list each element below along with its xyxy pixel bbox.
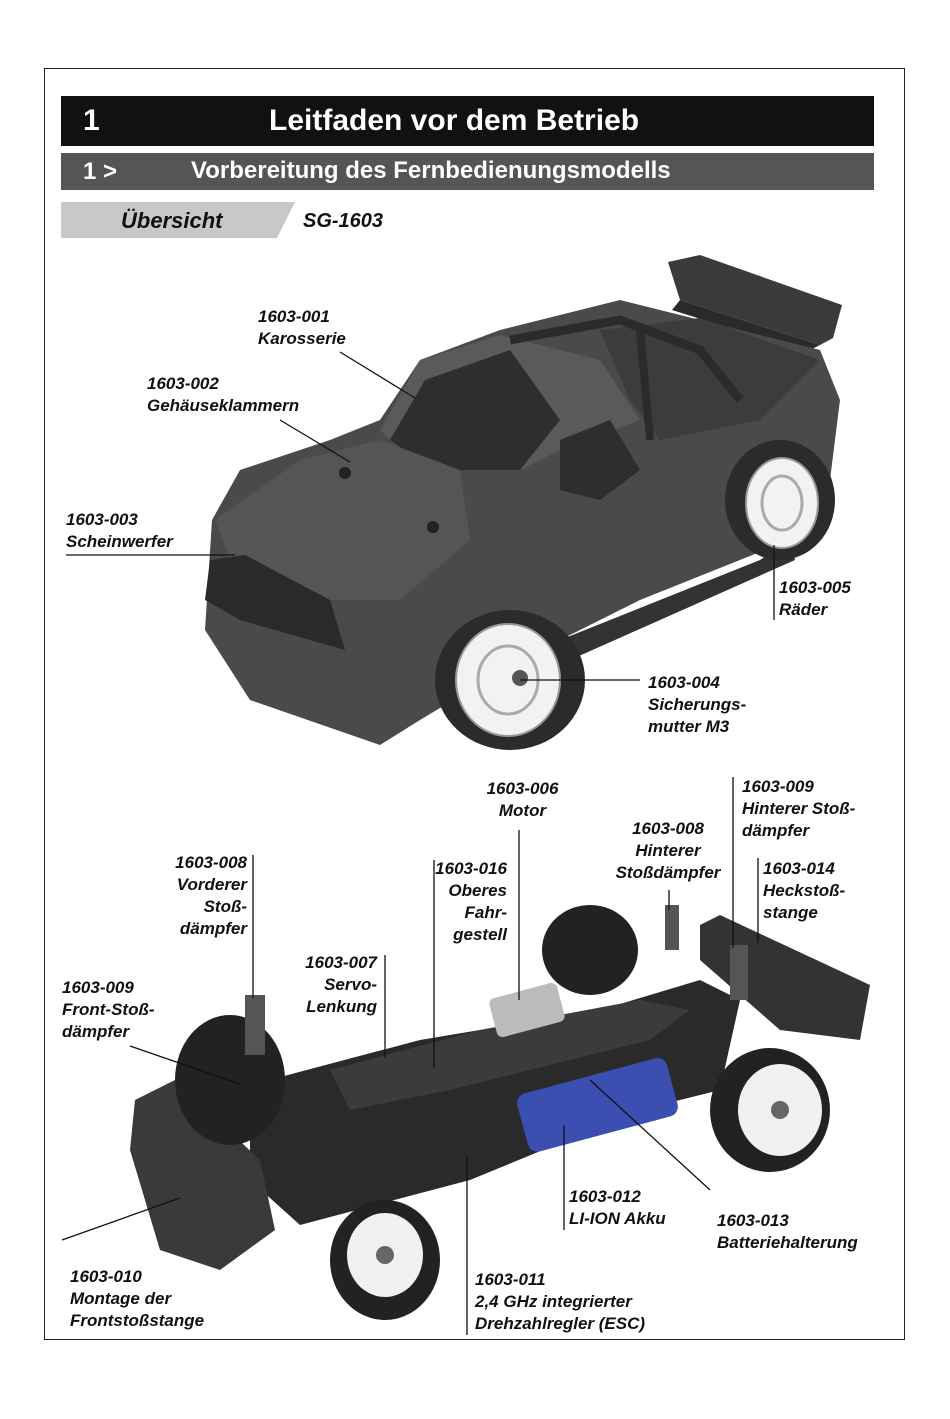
part-name: stange (763, 903, 818, 922)
label-body: 1603-001 Karosserie (258, 306, 346, 350)
label-esc: 1603-011 2,4 GHz integrierter Drehzahlre… (475, 1269, 645, 1335)
label-body-clips: 1603-002 Gehäuseklammern (147, 373, 299, 417)
part-name: LI-ION Akku (569, 1209, 666, 1228)
label-upper-chassis: 1603-016 Oberes Fahr- gestell (413, 858, 507, 946)
section-number: 1 (83, 104, 100, 137)
part-name: Motor (498, 801, 547, 820)
part-code: 1603-005 (779, 578, 851, 597)
label-rear-damper: 1603-008 Hinterer Stoßdämpfer (606, 818, 730, 884)
part-name: Sicherungs- (648, 695, 747, 714)
label-front-shock: 1603-009 Front-Stoß- dämpfer (62, 977, 155, 1043)
part-name: Vorderer (176, 875, 247, 894)
subsection-title: Vorbereitung des Fernbedienungsmodells (191, 157, 671, 184)
part-name: dämpfer (62, 1022, 130, 1041)
part-name: Lenkung (306, 997, 377, 1016)
part-name: Drehzahlregler (ESC) (475, 1314, 646, 1333)
part-code: 1603-001 (258, 307, 330, 326)
body-leader-lines (66, 351, 775, 681)
label-headlights: 1603-003 Scheinwerfer (66, 509, 173, 553)
label-rear-shock-top: 1603-009 Hinterer Stoß- dämpfer (742, 776, 855, 842)
part-name: Gehäuseklammern (147, 396, 300, 415)
part-code: 1603-009 (742, 777, 814, 796)
part-name: gestell (453, 925, 507, 944)
label-front-bumper: 1603-010 Montage der Frontstoßstange (70, 1266, 204, 1332)
part-code: 1603-006 (486, 779, 559, 798)
part-code: 1603-008 (632, 819, 704, 838)
part-code: 1603-009 (62, 978, 134, 997)
part-name: Oberes (448, 881, 507, 900)
part-name: Stoßdämpfer (615, 863, 721, 882)
part-name: Front-Stoß- (62, 1000, 155, 1019)
part-code: 1603-003 (66, 510, 138, 529)
chassis-illustration (130, 905, 870, 1320)
section-header: 1 Leitfaden vor dem Betrieb (61, 96, 874, 146)
label-rear-bumper: 1603-014 Heckstoß- stange (763, 858, 845, 924)
model-number: SG-1603 (303, 210, 384, 232)
overview-tab: Übersicht (61, 202, 295, 238)
part-code: 1603-002 (147, 374, 219, 393)
part-name: Heckstoß- (763, 881, 846, 900)
part-name: Hinterer Stoß- (742, 799, 856, 818)
label-wheels: 1603-005 Räder (779, 577, 851, 621)
label-motor: 1603-006 Motor (475, 778, 570, 822)
part-name: Räder (779, 600, 828, 619)
subsection-number: 1 > (83, 158, 118, 185)
part-name: Fahr- (464, 903, 508, 922)
page-frame (44, 68, 905, 1340)
part-code: 1603-007 (305, 953, 377, 972)
part-code: 1603-010 (70, 1267, 142, 1286)
part-code: 1603-016 (435, 859, 507, 878)
part-name: mutter M3 (648, 717, 730, 736)
part-name: Scheinwerfer (66, 532, 173, 551)
label-servo: 1603-007 Servo- Lenkung (283, 952, 377, 1018)
tab-shape (61, 202, 295, 238)
overview-label: Übersicht (121, 208, 223, 233)
part-name: dämpfer (742, 821, 810, 840)
part-code: 1603-014 (763, 859, 835, 878)
part-name: Stoß- (203, 897, 247, 916)
label-lock-nut: 1603-004 Sicherungs- mutter M3 (648, 672, 746, 738)
subsection-header: 1 > Vorbereitung des Fernbedienungsmodel… (61, 153, 874, 190)
car-body-illustration (205, 255, 842, 750)
part-name: Hinterer (635, 841, 701, 860)
part-name: Batteriehalterung (717, 1233, 858, 1252)
label-battery: 1603-012 LI-ION Akku (569, 1186, 666, 1230)
part-code: 1603-008 (175, 853, 247, 872)
label-battery-holder: 1603-013 Batteriehalterung (717, 1210, 858, 1254)
chassis-leader-lines (61, 777, 759, 1335)
part-code: 1603-013 (717, 1211, 789, 1230)
part-name: Frontstoßstange (70, 1311, 205, 1330)
section-title: Leitfaden vor dem Betrieb (269, 104, 640, 137)
part-name: Montage der (70, 1289, 172, 1308)
part-code: 1603-012 (569, 1187, 641, 1206)
part-name: 2,4 GHz integrierter (475, 1292, 632, 1311)
part-code: 1603-004 (648, 673, 720, 692)
part-code: 1603-011 (475, 1270, 546, 1289)
part-name: Servo- (324, 975, 377, 994)
part-name: Karosserie (258, 329, 346, 348)
label-front-damper: 1603-008 Vorderer Stoß- dämpfer (150, 852, 247, 940)
part-name: dämpfer (179, 919, 247, 938)
